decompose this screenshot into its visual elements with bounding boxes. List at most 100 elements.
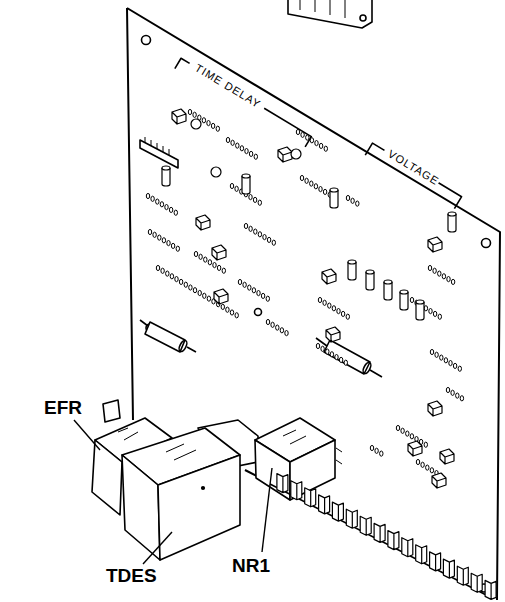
- solder-pad: [319, 143, 322, 148]
- solder-pad: [339, 357, 342, 362]
- solder-pad: [226, 137, 229, 142]
- solder-pad: [346, 314, 349, 319]
- voltage-bracket: [365, 143, 461, 209]
- board-outline: [127, 8, 500, 600]
- solder-pad: [166, 271, 169, 276]
- solder-pad: [184, 282, 187, 287]
- terminal: [457, 566, 468, 585]
- solder-pad: [326, 349, 329, 354]
- solder-pad: [285, 331, 288, 336]
- large-capacitor: [140, 320, 196, 353]
- ic-pins: [145, 137, 169, 155]
- solder-pad: [410, 297, 413, 302]
- solder-pad: [156, 265, 159, 270]
- solder-pad: [235, 313, 238, 318]
- solder-pad: [375, 448, 378, 453]
- terminal: [291, 481, 302, 500]
- solder-pad: [222, 268, 225, 273]
- solder-pad: [231, 140, 234, 145]
- transistor: [212, 245, 226, 260]
- solder-pad: [258, 200, 261, 205]
- solder-pad: [258, 232, 261, 237]
- transistor: [428, 401, 442, 416]
- solder-pad: [263, 235, 266, 240]
- solder-pad: [245, 149, 248, 154]
- solder-pad: [401, 428, 404, 433]
- solder-pad: [444, 358, 447, 363]
- solder-pad: [216, 126, 219, 131]
- capacitor-top: [162, 166, 170, 170]
- capacitor: [242, 176, 250, 194]
- leader-line: [143, 532, 172, 564]
- solder-pad: [174, 210, 177, 215]
- solder-pad: [356, 201, 359, 206]
- leader-line: [262, 468, 272, 552]
- solder-pad: [451, 279, 454, 284]
- solder-pad: [193, 112, 196, 117]
- solder-pad: [248, 285, 251, 290]
- solder-pad: [318, 297, 321, 302]
- ic-chip: [140, 140, 178, 168]
- mounting-hole: [360, 15, 366, 21]
- capacitor: [384, 282, 392, 300]
- terminal: [277, 474, 288, 493]
- solder-pad: [380, 451, 383, 456]
- solder-pad: [240, 146, 243, 151]
- solder-pad: [193, 288, 196, 293]
- capacitor: [366, 272, 374, 290]
- terminal: [471, 573, 482, 592]
- potentiometer: [291, 149, 301, 159]
- solder-pad: [346, 195, 349, 200]
- solder-pad: [426, 465, 429, 470]
- solder-pad: [430, 468, 433, 473]
- terminal: [402, 538, 413, 557]
- solder-pad: [433, 311, 436, 316]
- solder-pad: [249, 226, 252, 231]
- upper-board: [288, 0, 372, 28]
- solder-pad: [332, 306, 335, 311]
- solder-pad: [280, 328, 283, 333]
- transistor: [326, 327, 340, 342]
- solder-pad: [446, 387, 449, 392]
- solder-pad: [272, 240, 275, 245]
- capacitor: [416, 302, 424, 320]
- solder-pad: [406, 431, 409, 436]
- solder-pad: [447, 277, 450, 282]
- solder-pad: [158, 235, 161, 240]
- solder-pad: [337, 309, 340, 314]
- solder-pad: [351, 198, 354, 203]
- mounting-hole: [255, 309, 262, 316]
- solder-pad: [175, 277, 178, 282]
- solder-pad: [267, 237, 270, 242]
- tdes-relay: [122, 428, 240, 560]
- solder-pad: [207, 121, 210, 126]
- terminal: [319, 495, 330, 514]
- solder-pad: [335, 355, 338, 360]
- solder-pad: [204, 257, 207, 262]
- solder-pad: [153, 232, 156, 237]
- transistor: [440, 449, 454, 464]
- solder-pad: [244, 223, 247, 228]
- terminal: [332, 502, 343, 521]
- capacitor: [448, 214, 456, 232]
- solder-pad: [261, 293, 264, 298]
- solder-pad: [456, 393, 459, 398]
- solder-pad: [236, 143, 239, 148]
- solder-pad: [442, 274, 445, 279]
- capacitor-top: [366, 270, 374, 274]
- potentiometer: [191, 119, 201, 129]
- upper-board-pins: [300, 0, 345, 18]
- solder-pad: [306, 135, 309, 140]
- solder-pad: [370, 445, 373, 450]
- capacitor: [330, 190, 338, 208]
- capacitor-top: [384, 280, 392, 284]
- solder-pad: [330, 352, 333, 357]
- solder-pad: [165, 205, 168, 210]
- solder-pad: [170, 274, 173, 279]
- solder-pad: [300, 175, 303, 180]
- solder-pad: [254, 229, 257, 234]
- terminal: [360, 516, 371, 535]
- terminal: [416, 545, 427, 564]
- solder-pad: [430, 349, 433, 354]
